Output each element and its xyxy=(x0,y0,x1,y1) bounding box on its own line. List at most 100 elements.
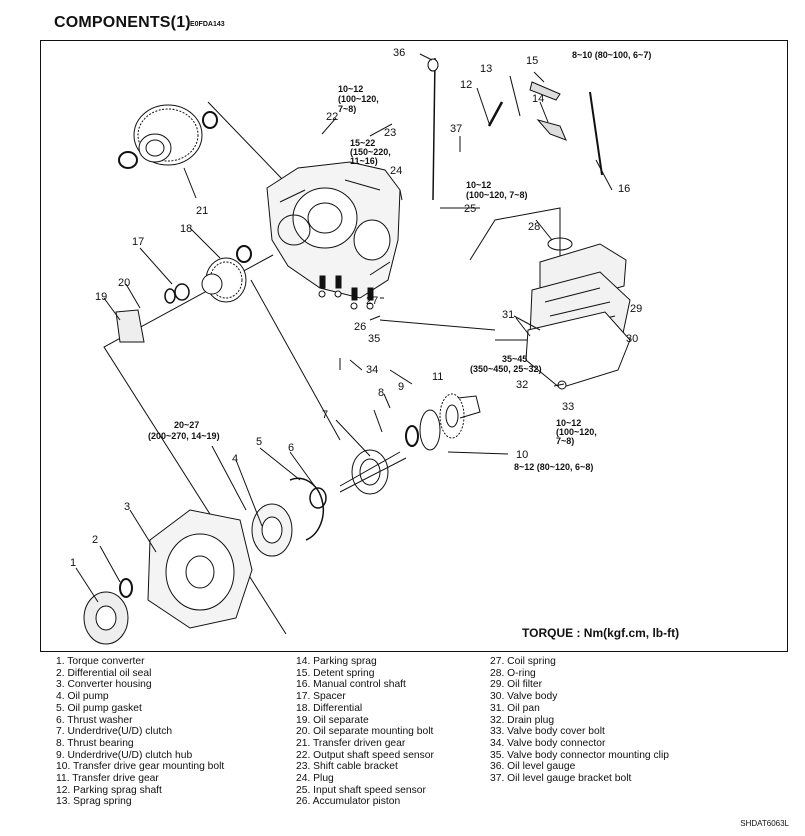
torque-note: TORQUE : Nm(kgf.cm, lb-ft) xyxy=(522,626,680,640)
legend-item: 27. Coil spring xyxy=(490,656,556,667)
legend-item: 32. Drain plug xyxy=(490,714,555,726)
callout-6: 6 xyxy=(288,442,294,454)
transmission-case xyxy=(266,161,401,299)
legend-item: 26. Accumulator piston xyxy=(296,796,401,808)
torque-spec-s7: 8~12 (80~120, 6~8) xyxy=(514,462,593,472)
callout-37: 37 xyxy=(450,123,462,135)
legend-item: 1. Torque converter xyxy=(56,656,145,667)
torque-spec-s5: 35~45 xyxy=(502,354,527,364)
legend-item: 9. Underdrive(U/D) clutch hub xyxy=(56,749,193,761)
legend-item: 8. Thrust bearing xyxy=(56,737,134,749)
torque-spec-s6: 7~8) xyxy=(556,436,574,446)
legend-item: 12. Parking sprag shaft xyxy=(56,784,162,796)
callout-32: 32 xyxy=(516,379,528,391)
callout-29: 29 xyxy=(630,303,642,315)
callout-9: 9 xyxy=(398,381,404,393)
callout-17: 17 xyxy=(132,236,144,248)
valve-body-assembly xyxy=(525,237,631,390)
legend-item: 4. Oil pump xyxy=(56,691,109,703)
torque-spec-s4: (100~120, 7~8) xyxy=(466,190,528,200)
legend-item: 3. Converter housing xyxy=(56,679,152,691)
callout-15: 15 xyxy=(526,55,538,67)
legend-item: 34. Valve body connector xyxy=(490,737,606,749)
callout-2: 2 xyxy=(92,534,98,546)
legend-item: 31. Oil pan xyxy=(490,702,540,714)
callout-22: 22 xyxy=(326,111,338,123)
legend-item: 11. Transfer drive gear xyxy=(56,773,159,785)
torque-spec-s1: 8~10 (80~100, 6~7) xyxy=(572,50,651,60)
torque-spec-s4: 10~12 xyxy=(466,180,491,190)
callout-14: 14 xyxy=(532,93,544,105)
callout-23: 23 xyxy=(384,127,396,139)
page-title: COMPONENTS(1) xyxy=(54,14,191,31)
legend-item: 21. Transfer driven gear xyxy=(296,737,406,749)
callout-16: 16 xyxy=(618,183,630,195)
legend-item: 16. Manual control shaft xyxy=(296,679,406,691)
legend-item: 30. Valve body xyxy=(490,691,558,703)
callout-34: 34 xyxy=(366,364,378,376)
torque-spec-s8: 20~27 xyxy=(174,420,199,430)
callout-13: 13 xyxy=(480,63,492,75)
torque-spec-s6: (100~120, xyxy=(556,427,597,437)
torque-spec-s2: 7~8) xyxy=(338,104,356,114)
legend-item: 23. Shift cable bracket xyxy=(296,761,398,773)
transfer-driven-gear xyxy=(118,104,218,169)
legend-item: 33. Valve body cover bolt xyxy=(490,726,605,738)
torque-spec-s3: 11~16) xyxy=(350,156,378,166)
torque-converter xyxy=(83,591,129,645)
torque-spec-s3: (150~220, xyxy=(350,147,391,157)
legend-item: 29. Oil filter xyxy=(490,679,543,691)
document-code: E0FDA143 xyxy=(190,21,225,28)
underdrive-clutch xyxy=(339,449,407,495)
callout-4: 4 xyxy=(232,453,238,465)
diagram-frame xyxy=(40,40,788,652)
callout-18: 18 xyxy=(180,223,192,235)
legend-item: 14. Parking sprag xyxy=(296,656,377,667)
legend-item: 17. Spacer xyxy=(296,691,346,703)
callout-10: 10 xyxy=(516,449,528,461)
callout-3: 3 xyxy=(124,501,130,513)
callout-26: 26 xyxy=(354,321,366,333)
callout-20: 20 xyxy=(118,277,130,289)
legend-item: 19. Oil separate xyxy=(296,714,369,726)
legend-item: 13. Sprag spring xyxy=(56,796,132,808)
legend-item: 18. Differential xyxy=(296,702,363,714)
legend-item: 37. Oil level gauge bracket bolt xyxy=(490,773,632,785)
legend-item: 7. Underdrive(U/D) clutch xyxy=(56,726,173,738)
legend-column-2: 14. Parking sprag 15. Detent spring 16. … xyxy=(296,656,434,808)
torque-spec-s3: 15~22 xyxy=(350,138,375,148)
figure-reference: SHDAT6063L xyxy=(740,819,789,828)
callout-33: 33 xyxy=(562,401,574,413)
exploded-view-diagram: 1234567891011121314151617181920212223242… xyxy=(70,47,651,645)
legend-item: 36. Oil level gauge xyxy=(490,761,576,773)
callout-31: 31 xyxy=(502,309,514,321)
oil-separate xyxy=(115,309,145,343)
callout-7: 7 xyxy=(322,409,328,421)
legend-item: 35. Valve body connector mounting clip xyxy=(490,749,669,761)
callout-35: 35 xyxy=(368,333,380,345)
callout-36: 36 xyxy=(393,47,405,59)
legend-column-1: 1. Torque converter 2. Differential oil … xyxy=(56,656,224,808)
converter-housing xyxy=(147,509,253,629)
callout-8: 8 xyxy=(378,387,384,399)
callout-12: 12 xyxy=(460,79,472,91)
legend-item: 15. Detent spring xyxy=(296,667,375,679)
callout-24: 24 xyxy=(390,165,402,177)
torque-spec-s2: 10~12 xyxy=(338,84,363,94)
callout-1: 1 xyxy=(70,557,76,569)
callout-11: 11 xyxy=(432,371,443,383)
torque-spec-s2: (100~120, xyxy=(338,94,379,104)
legend-column-3: 27. Coil spring 28. O-ring 29. Oil filte… xyxy=(490,656,669,785)
callout-21: 21 xyxy=(196,205,208,217)
legend-item: 28. O-ring xyxy=(490,667,536,679)
callout-30: 30 xyxy=(626,333,638,345)
legend-item: 25. Input shaft speed sensor xyxy=(296,784,426,796)
torque-spec-s5: (350~450, 25~32) xyxy=(470,364,542,374)
transfer-drive-gear xyxy=(405,393,481,451)
callout-28: 28 xyxy=(528,221,540,233)
legend-item: 24. Plug xyxy=(296,773,334,785)
callout-19: 19 xyxy=(95,291,107,303)
torque-spec-s6: 10~12 xyxy=(556,418,581,428)
callout-27: 27 xyxy=(366,295,378,307)
callout-5: 5 xyxy=(256,436,262,448)
